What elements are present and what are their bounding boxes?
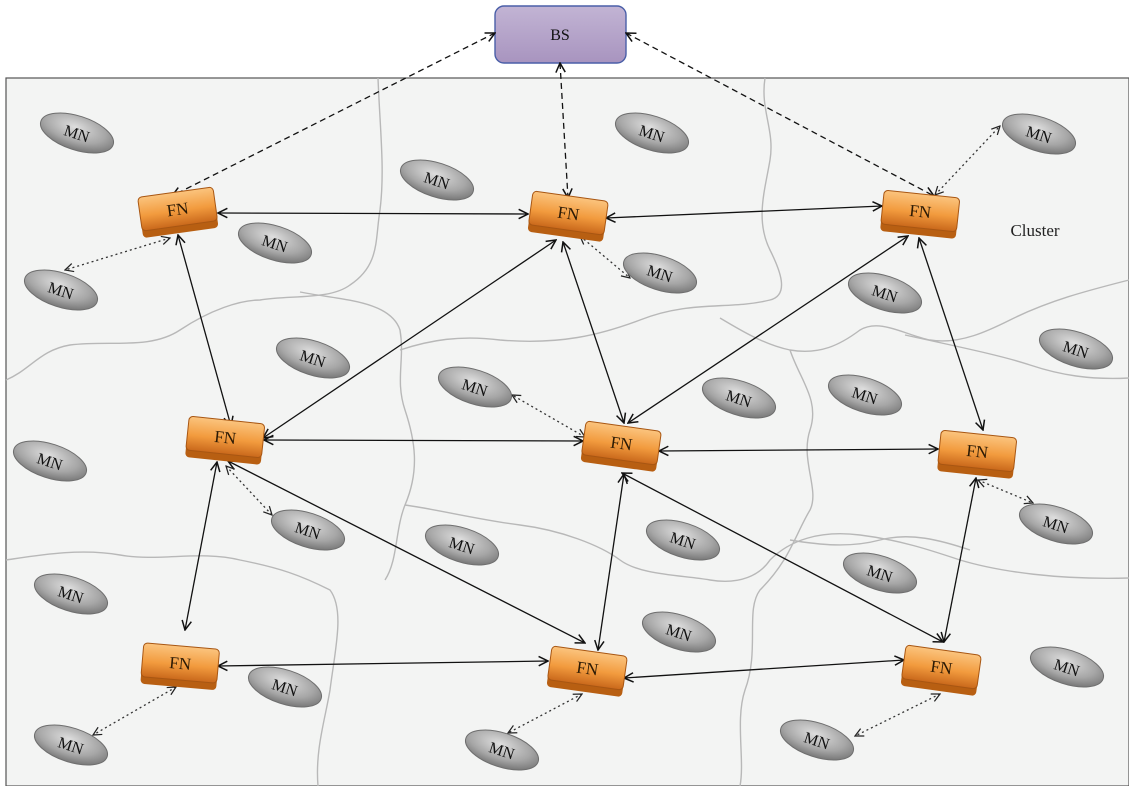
fog-node[interactable]: FN <box>900 644 982 696</box>
mobile-node[interactable]: MN <box>421 517 504 573</box>
mobile-node[interactable]: MN <box>824 367 907 423</box>
mobile-node[interactable]: MN <box>272 330 355 386</box>
link-fn7-mn <box>93 687 176 735</box>
link-fn1-fn4 <box>178 235 231 426</box>
fog-node-label: FN <box>965 441 989 462</box>
fog-node[interactable]: FN <box>937 430 1017 479</box>
fog-node-label: FN <box>575 658 599 680</box>
mobile-node[interactable]: MN <box>998 106 1081 162</box>
mobile-node[interactable]: MN <box>234 215 317 271</box>
link-fn9-mn <box>855 694 940 736</box>
mobile-node[interactable]: MN <box>1015 496 1098 552</box>
base-station-label: BS <box>550 27 570 44</box>
mobile-node[interactable]: MN <box>30 566 113 622</box>
link-fn4-mn <box>226 466 272 515</box>
mobile-node[interactable]: MN <box>244 659 327 715</box>
link-fn2-fn5 <box>563 242 624 423</box>
link-fn5-fn9 <box>622 473 943 642</box>
link-fn5-fn6 <box>659 449 938 451</box>
fog-node-label: FN <box>609 433 633 455</box>
bs-links <box>172 33 934 198</box>
link-fn5-fn8 <box>598 474 624 650</box>
link-fn1-fn2 <box>218 213 528 214</box>
mobile-node[interactable]: MN <box>642 512 725 568</box>
mobile-node[interactable]: MN <box>839 545 922 601</box>
base-station[interactable]: BS <box>494 5 627 64</box>
mobile-node[interactable]: MN <box>36 105 119 161</box>
mobile-node[interactable]: MN <box>698 370 781 426</box>
fog-node-label: FN <box>213 427 237 448</box>
link-bs-fn2 <box>560 63 568 198</box>
fog-node-label: FN <box>908 201 932 222</box>
mobile-node[interactable]: MN <box>611 105 694 161</box>
mobile-node[interactable]: MN <box>396 152 479 208</box>
fog-nodes: FN FN FN FN FN FN FN <box>137 186 1017 697</box>
link-bs-fn1 <box>172 33 495 196</box>
fog-node[interactable]: FN <box>580 420 662 472</box>
mobile-node[interactable]: MN <box>434 359 517 415</box>
fog-node[interactable]: FN <box>140 642 220 690</box>
mobile-node[interactable]: MN <box>844 265 927 321</box>
mobile-node[interactable]: MN <box>20 262 103 318</box>
mobile-node[interactable]: MN <box>9 433 92 489</box>
link-fn5-mn <box>512 395 585 437</box>
fog-node-label: FN <box>166 199 190 221</box>
link-fn3-fn6 <box>919 238 983 430</box>
fog-node-label: FN <box>169 653 192 674</box>
fog-node[interactable]: FN <box>185 416 265 465</box>
link-fn3-mn <box>935 126 1000 195</box>
fog-node[interactable]: FN <box>137 186 219 238</box>
link-fn4-fn5 <box>264 440 583 441</box>
fog-node[interactable]: FN <box>546 645 628 697</box>
link-fn2-fn3 <box>606 206 882 218</box>
link-fn6-fn9 <box>944 478 976 642</box>
mobile-node[interactable]: MN <box>638 604 721 660</box>
link-fn1-mn <box>65 238 170 270</box>
mobile-node[interactable]: MN <box>461 722 544 778</box>
mobile-node[interactable]: MN <box>1026 639 1109 695</box>
fog-node[interactable]: FN <box>880 190 960 239</box>
link-fn7-fn8 <box>218 661 548 666</box>
mobile-nodes: MN MN MN MN MN MN MN MN MN MN MN MN MN M… <box>9 105 1118 778</box>
mobile-node[interactable]: MN <box>1035 321 1118 377</box>
link-fn4-fn7 <box>185 462 217 630</box>
mobile-node[interactable]: MN <box>619 245 702 301</box>
mobile-node[interactable]: MN <box>776 712 859 768</box>
cluster-label: Cluster <box>1010 221 1059 240</box>
link-bs-fn3 <box>626 33 934 196</box>
fog-links <box>178 206 983 678</box>
mobile-node[interactable]: MN <box>267 502 350 558</box>
fog-node-label: FN <box>556 203 580 225</box>
fog-node[interactable]: FN <box>527 190 609 242</box>
link-fn3-fn5 <box>628 236 908 423</box>
link-fn8-mn <box>508 694 582 733</box>
link-fn4-fn8 <box>228 461 585 643</box>
link-fn2-fn4 <box>263 240 556 438</box>
link-fn8-fn9 <box>624 660 904 678</box>
fog-node-label: FN <box>929 657 953 679</box>
mobile-links <box>65 126 1033 736</box>
link-fn2-mn <box>580 236 630 278</box>
mobile-node[interactable]: MN <box>30 717 113 773</box>
